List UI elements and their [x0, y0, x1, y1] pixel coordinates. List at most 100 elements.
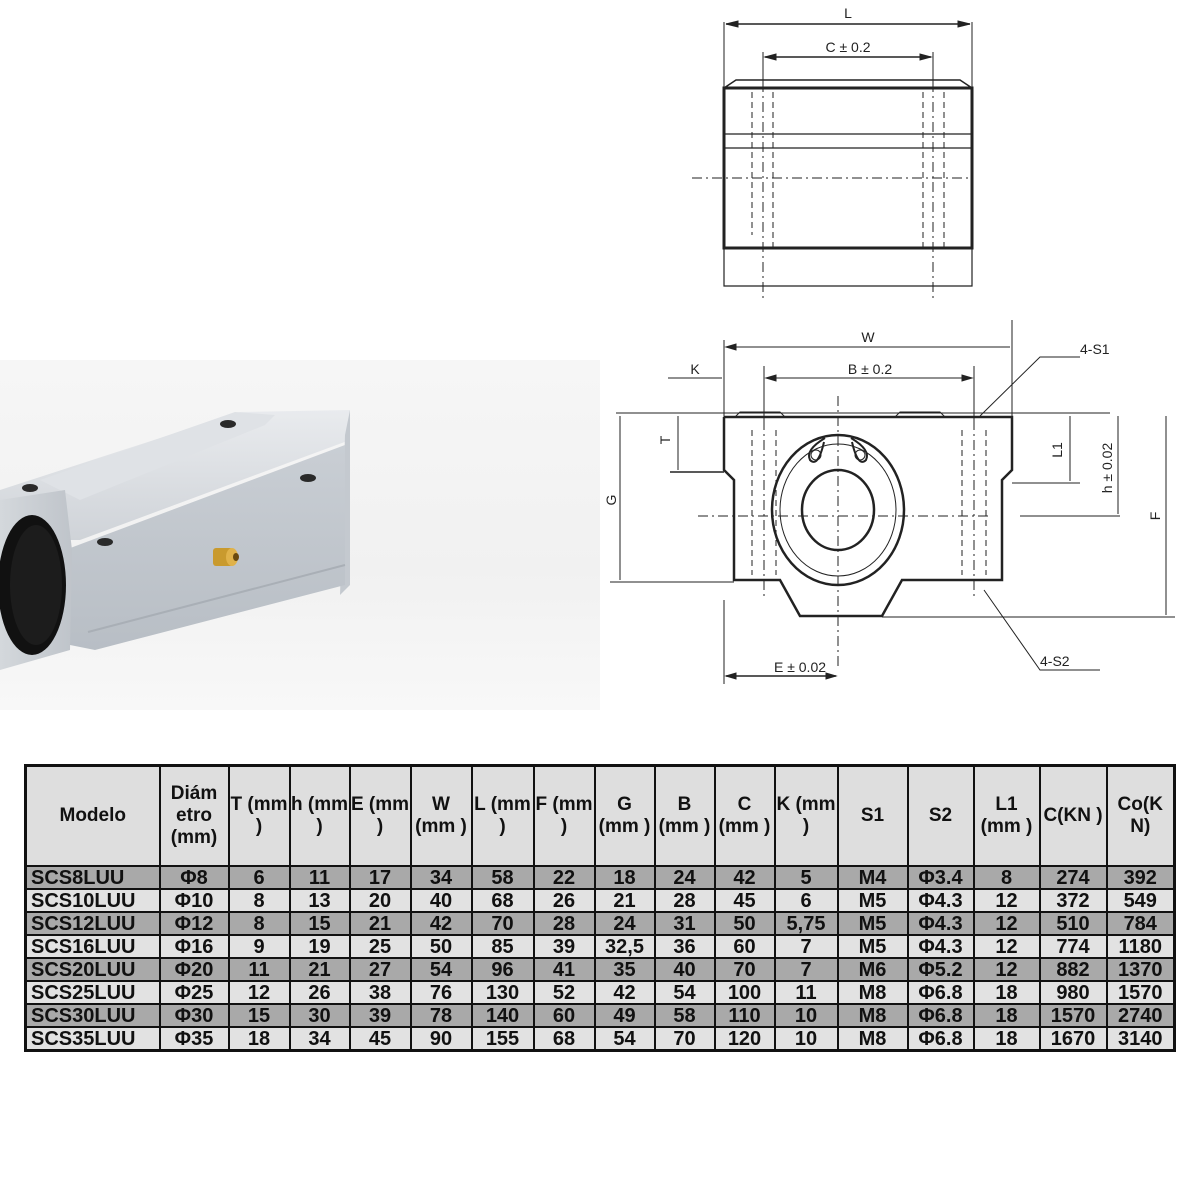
- value-cell: 12: [972, 957, 1041, 982]
- value-cell: 980: [1038, 980, 1108, 1005]
- value-cell: M8: [836, 980, 909, 1005]
- value-cell: 58: [653, 1003, 716, 1028]
- value-cell: 15: [227, 1003, 291, 1028]
- value-cell: 3140: [1105, 1026, 1176, 1052]
- header-f: F (mm ): [532, 764, 596, 867]
- value-cell: 24: [593, 911, 656, 936]
- header-c: C (mm ): [713, 764, 776, 867]
- header-b: B (mm ): [653, 764, 716, 867]
- value-cell: 155: [470, 1026, 535, 1052]
- dim-e-label: E ± 0.02: [774, 659, 826, 675]
- header-s2: S2: [906, 764, 975, 867]
- value-cell: 7: [773, 934, 839, 959]
- header-h: h (mm ): [288, 764, 351, 867]
- value-cell: 1180: [1105, 934, 1176, 959]
- value-cell: 11: [288, 865, 351, 890]
- callout-s1-label: 4-S1: [1080, 341, 1110, 357]
- header-c-kn: C(KN ): [1038, 764, 1108, 867]
- value-cell: 52: [532, 980, 596, 1005]
- value-cell: Φ35: [158, 1026, 230, 1052]
- value-cell: 24: [653, 865, 716, 890]
- value-cell: 8: [227, 911, 291, 936]
- value-cell: 11: [773, 980, 839, 1005]
- value-cell: 18: [227, 1026, 291, 1052]
- value-cell: 274: [1038, 865, 1108, 890]
- dim-b-label: B ± 0.2: [848, 361, 892, 377]
- value-cell: 12: [227, 980, 291, 1005]
- value-cell: 70: [653, 1026, 716, 1052]
- value-cell: 26: [532, 888, 596, 913]
- value-cell: 38: [348, 980, 412, 1005]
- value-cell: 392: [1105, 865, 1176, 890]
- grease-nipple-icon: [213, 548, 239, 566]
- value-cell: 49: [593, 1003, 656, 1028]
- value-cell: 45: [348, 1026, 412, 1052]
- header-w: W (mm ): [409, 764, 473, 867]
- value-cell: 100: [713, 980, 776, 1005]
- value-cell: M5: [836, 934, 909, 959]
- value-cell: 882: [1038, 957, 1108, 982]
- value-cell: Φ8: [158, 865, 230, 890]
- value-cell: 70: [713, 957, 776, 982]
- value-cell: 34: [409, 865, 473, 890]
- value-cell: 1570: [1105, 980, 1176, 1005]
- value-cell: M8: [836, 1003, 909, 1028]
- value-cell: Φ5.2: [906, 957, 975, 982]
- header-s1: S1: [836, 764, 909, 867]
- value-cell: Φ10: [158, 888, 230, 913]
- value-cell: 35: [593, 957, 656, 982]
- value-cell: Φ4.3: [906, 911, 975, 936]
- value-cell: 30: [288, 1003, 351, 1028]
- top-view-drawing: L C ± 0.2: [690, 0, 1010, 310]
- value-cell: 21: [348, 911, 412, 936]
- value-cell: 34: [288, 1026, 351, 1052]
- model-cell: SCS30LUU: [24, 1003, 161, 1028]
- value-cell: 110: [713, 1003, 776, 1028]
- header-l1: L1 (mm ): [972, 764, 1041, 867]
- value-cell: 39: [532, 934, 596, 959]
- value-cell: 11: [227, 957, 291, 982]
- table-header-row: Modelo Diám etro (mm) T (mm ) h (mm ) E …: [24, 764, 1176, 867]
- value-cell: M4: [836, 865, 909, 890]
- value-cell: 21: [288, 957, 351, 982]
- value-cell: 18: [593, 865, 656, 890]
- model-cell: SCS25LUU: [24, 980, 161, 1005]
- value-cell: 25: [348, 934, 412, 959]
- value-cell: 5,75: [773, 911, 839, 936]
- value-cell: 68: [532, 1026, 596, 1052]
- callout-s2-label: 4-S2: [1040, 653, 1070, 669]
- model-cell: SCS16LUU: [24, 934, 161, 959]
- value-cell: 18: [972, 1026, 1041, 1052]
- value-cell: 42: [713, 865, 776, 890]
- value-cell: 39: [348, 1003, 412, 1028]
- value-cell: 21: [593, 888, 656, 913]
- value-cell: 120: [713, 1026, 776, 1052]
- value-cell: Φ4.3: [906, 934, 975, 959]
- value-cell: 31: [653, 911, 716, 936]
- value-cell: 8: [972, 865, 1041, 890]
- value-cell: 32,5: [593, 934, 656, 959]
- value-cell: 50: [713, 911, 776, 936]
- dim-h-label: h ± 0.02: [1099, 443, 1115, 494]
- front-view-drawing: W K B ± 0.2 4-S1 4-S2 E ± 0.02 T G L1 h …: [600, 310, 1190, 690]
- value-cell: 2740: [1105, 1003, 1176, 1028]
- value-cell: 9: [227, 934, 291, 959]
- value-cell: 372: [1038, 888, 1108, 913]
- value-cell: 18: [972, 980, 1041, 1005]
- value-cell: 549: [1105, 888, 1176, 913]
- value-cell: Φ12: [158, 911, 230, 936]
- header-diametro: Diám etro (mm): [158, 764, 230, 867]
- value-cell: Φ4.3: [906, 888, 975, 913]
- header-co-kn: Co(K N): [1105, 764, 1176, 867]
- value-cell: 54: [593, 1026, 656, 1052]
- value-cell: 1570: [1038, 1003, 1108, 1028]
- model-cell: SCS10LUU: [24, 888, 161, 913]
- dim-l1-label: L1: [1049, 442, 1065, 458]
- value-cell: 27: [348, 957, 412, 982]
- value-cell: M5: [836, 888, 909, 913]
- value-cell: 12: [972, 934, 1041, 959]
